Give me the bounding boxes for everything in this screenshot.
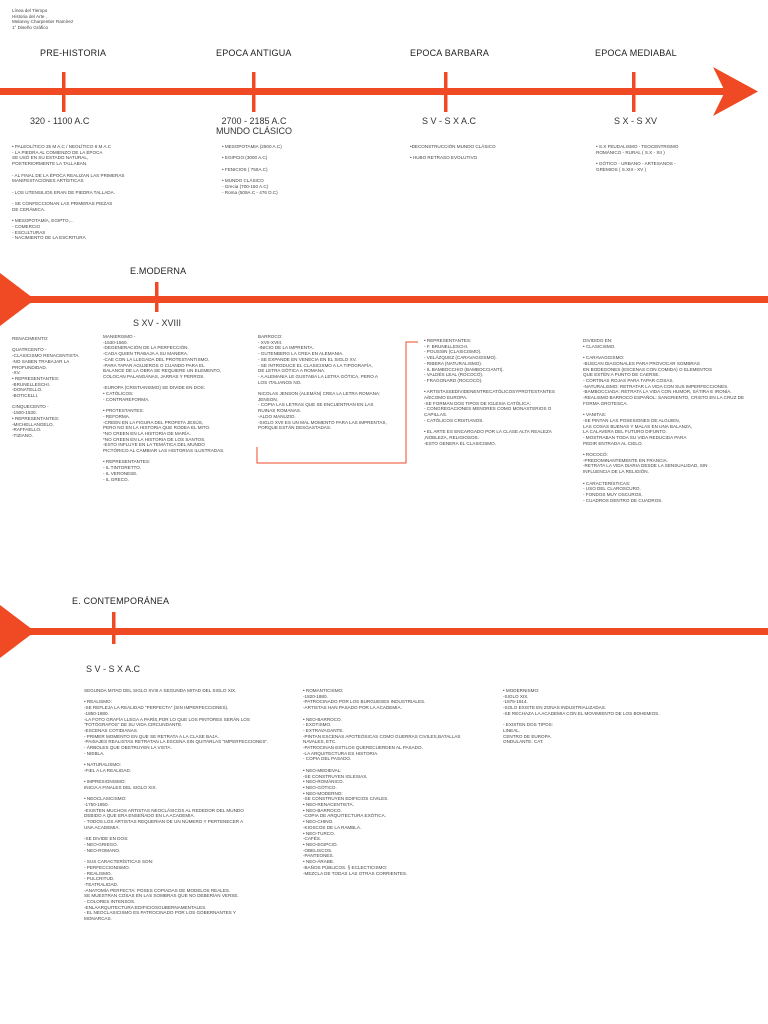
timeline-3-bar bbox=[0, 628, 768, 635]
timeline-1-arrowhead bbox=[713, 67, 758, 116]
era-contemporanea: E. CONTEMPORÁNEA bbox=[72, 596, 170, 606]
header-course: 1° Diseño Gráfico bbox=[12, 24, 49, 30]
notes-romanticismo: • ROMANTICISMO: -1820-1880. -PATROCINADO… bbox=[303, 688, 461, 876]
header-author: Melanny Charpentier Ramírez bbox=[12, 19, 74, 25]
timeline-3-tick bbox=[112, 612, 116, 644]
notes-barbara: •DECONSTRUCCIÓN MUNDO CLÁSICO • HUBO RET… bbox=[410, 144, 496, 161]
header-title: Línea del Tiempo bbox=[12, 8, 48, 13]
document-header: Línea del Tiempo Historia del Arte , Mel… bbox=[12, 8, 73, 30]
timeline-1-bar bbox=[0, 88, 730, 95]
timeline-2-bar bbox=[0, 296, 768, 303]
notes-neoclasicismo: SEGUNDA MITAD DEL SIGLO XVIII A SEGUNDA … bbox=[84, 688, 269, 922]
date-contemporanea: S V - S X A.C bbox=[86, 664, 141, 674]
date-moderna: S XV - XVIII bbox=[133, 318, 182, 328]
notes-medieval: • S.X FEUDALISMO - TEOCENTRISMO ROMÁNICO… bbox=[596, 144, 679, 172]
timeline-3-arrowhead bbox=[0, 605, 35, 658]
timeline-1-tick-1 bbox=[62, 72, 66, 112]
timeline-2-tick bbox=[155, 282, 159, 312]
notes-barroco-division: DIVIDIDO EN: • CLASICISMO. • CARAVAGGISM… bbox=[583, 338, 745, 503]
notes-modernismo: • MODERNISMO: -SIGLO XIX. -1875-1914. -S… bbox=[503, 688, 660, 745]
date-medieval: S X - S XV bbox=[614, 116, 658, 126]
timeline-1-tick-2 bbox=[252, 72, 256, 112]
timeline-2-arrowhead bbox=[0, 273, 35, 326]
notes-representantes: • REPRESENTANTES: - F. BRUNELLESCHI. - P… bbox=[424, 338, 555, 446]
timeline-1-tick-3 bbox=[444, 72, 448, 112]
notes-antigua: • MESOPOTAMIA (2500 A.C) • EGIPCIO (3000… bbox=[222, 144, 282, 195]
date-prehistoria: 320 - 1100 A.C bbox=[30, 116, 90, 126]
notes-prehistoria: • PALEOLÍTICO 25 M A.C / NEOLÍTICO 6 M A… bbox=[12, 144, 125, 241]
era-medieval: EPOCA MEDIABAL bbox=[595, 48, 677, 58]
notes-barroco: BARROCO: - XVII-XVIII. -INICIO DE LA IMP… bbox=[258, 334, 387, 431]
date-barbara: S V - S X A.C bbox=[422, 116, 477, 126]
timeline-1-tick-4 bbox=[632, 72, 636, 112]
date-antigua: 2700 - 2185 A.C MUNDO CLÁSICO bbox=[214, 116, 294, 136]
era-prehistoria: PRE-HISTORIA bbox=[40, 48, 107, 58]
notes-manierismo: MANIERISMO - -1530-1560. -DEGENERACIÓN D… bbox=[103, 334, 225, 482]
era-moderna: E.MODERNA bbox=[130, 266, 187, 276]
date-antigua-range: 2700 - 2185 A.C bbox=[221, 116, 287, 126]
connector-bracket bbox=[256, 341, 418, 464]
header-subject: Historia del Arte , bbox=[12, 13, 47, 19]
date-antigua-sub: MUNDO CLÁSICO bbox=[215, 126, 292, 136]
era-barbara: EPOCA BARBARA bbox=[410, 48, 490, 58]
notes-renacimiento: RENACIMIENTO: QUATRCENTO - -CLASICISMO R… bbox=[12, 336, 80, 438]
era-antigua: EPOCA ANTIGUA bbox=[216, 48, 292, 58]
